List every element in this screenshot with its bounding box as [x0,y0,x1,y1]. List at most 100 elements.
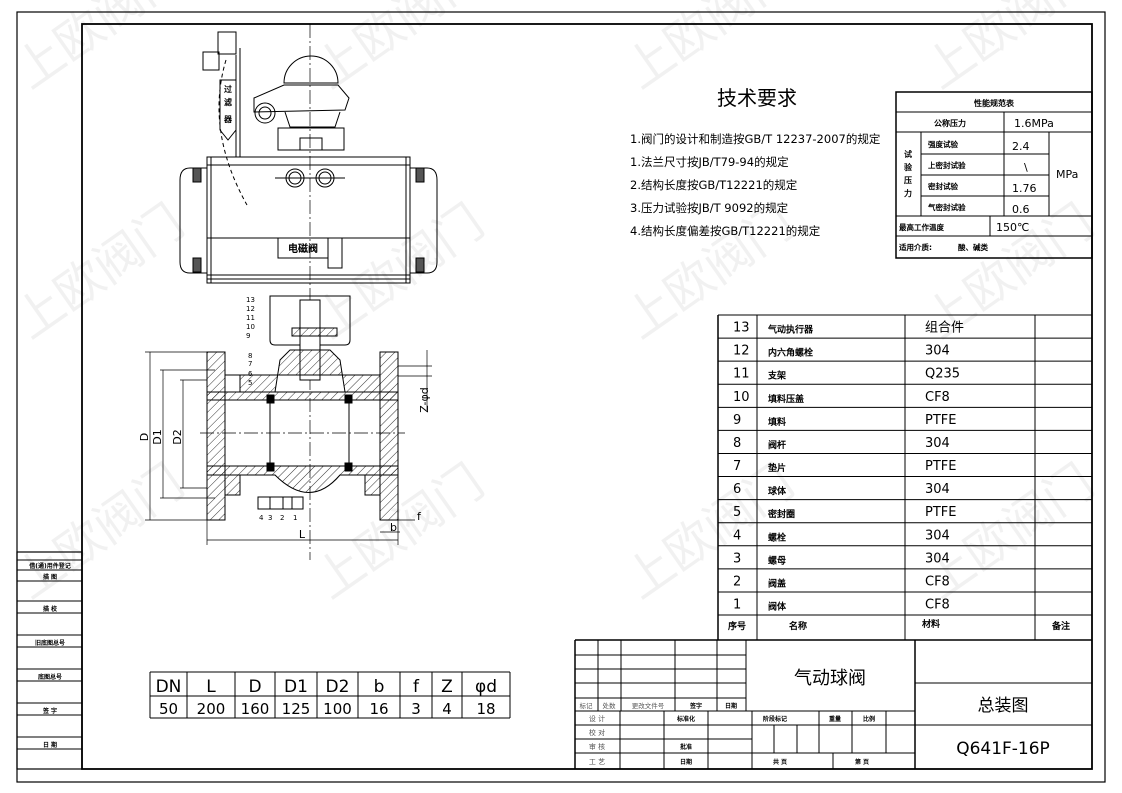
medium-value: 酸、碱类 [958,242,988,252]
test-pressure-label: 压 [904,176,912,185]
role-mid-label: 标准化 [676,715,695,723]
dim-table-header: D [248,677,261,697]
callout: 2 [280,514,284,522]
part-name: 内六角螺栓 [768,347,813,359]
revision-header: 日期 [725,702,737,710]
dim-label-D: D [138,433,151,441]
dim-table-header: Z [441,677,453,697]
performance-table-title: 性能规范表 [974,98,1015,108]
part-callouts: 13 12 11 10 9 8 7 6 5 4 3 2 1 [246,296,297,522]
filter-label: 滤 [224,97,232,107]
part-material: CF8 [925,574,950,589]
tech-requirement-item: 4.结构长度偏差按GB/T12221的规定 [630,224,821,238]
test-value: 1.76 [1012,182,1037,195]
callout: 3 [268,514,272,522]
test-pressure-label: 试 [904,149,912,159]
callout: 6 [248,370,253,378]
dim-table-header: DN [156,677,182,697]
dim-label-Z: Z-φd [418,387,431,413]
part-name: 填料 [768,416,786,428]
dim-table-header: φd [475,677,497,697]
callout: 12 [246,305,255,313]
part-number: 11 [733,367,750,382]
dim-table-value: 160 [241,700,270,718]
side-label: 日 期 [43,741,57,749]
dimension-lines [145,350,432,545]
test-value: 2.4 [1012,140,1030,153]
part-name: 支架 [767,370,786,382]
product-name: 气动球阀 [794,668,866,689]
test-value: 0.6 [1012,203,1030,216]
callout: 5 [248,379,252,387]
callout: 13 [246,296,255,304]
nominal-pressure-label: 公称压力 [934,118,966,128]
part-material: PTFE [925,505,956,520]
side-label: 旧底图总号 [35,639,65,647]
dim-table-value: 18 [476,700,495,718]
tech-requirement-item: 3.压力试验按JB/T 9092的规定 [630,201,789,215]
max-temp-value: 150℃ [996,221,1029,234]
part-number: 6 [733,482,741,497]
pressure-unit: MPa [1056,168,1078,181]
parts-list-table [717,314,1093,640]
tech-requirements-title: 技术要求 [717,86,797,110]
test-pressure-label: 验 [904,162,913,172]
part-material: 304 [925,551,950,566]
part-name: 螺母 [768,554,786,566]
part-number: 7 [733,459,741,474]
part-name: 阀体 [768,601,787,613]
performance-table [895,91,1093,259]
part-name: 密封圈 [767,508,795,520]
part-material: PTFE [925,413,956,428]
dim-table-value: 16 [369,700,388,718]
valve-body-section [200,295,405,521]
nominal-pressure-value: 1.6MPa [1014,117,1054,130]
test-pressure-label: 力 [904,188,912,198]
part-material: 304 [925,436,950,451]
watermark: 上欧阀门 [5,0,194,100]
title-block [574,639,1092,769]
part-material: 组合件 [925,321,964,336]
role-label: 工 艺 [589,758,605,766]
sheet-number: 第 页 [854,758,869,766]
side-label: 借(通)用件登记 [28,562,71,570]
part-material: CF8 [925,390,950,405]
dim-table-value: 3 [411,700,421,718]
tech-requirement-item: 2.结构长度按GB/T12221的规定 [630,178,798,192]
test-label: 上密封试验 [928,160,966,170]
role-mid-label: 日期 [680,758,692,766]
dim-table-header: D2 [326,677,350,697]
dim-table-value: 100 [323,700,352,718]
callout: 4 [259,514,264,522]
tech-requirement-item: 1.阀门的设计和制造按GB/T 12237-2007的规定 [630,132,881,146]
part-number: 13 [733,321,750,336]
filter-label: 器 [223,115,233,124]
part-number: 9 [733,413,741,428]
dim-label-b: b [390,521,397,534]
medium-label: 适用介质: [899,242,932,252]
role-label: 审 核 [589,742,605,751]
side-label: 描 校 [43,605,58,613]
header-note: 备注 [1051,620,1070,632]
callout: 11 [246,314,255,322]
watermark: 上欧阀门 [615,0,804,100]
stage-header: 比例 [863,715,875,723]
revision-header: 标记 [580,701,594,710]
watermark: 上欧阀门 [915,0,1104,100]
callout: 1 [293,514,297,522]
role-label: 校 对 [589,728,605,737]
sheet-total: 共 页 [773,758,787,766]
part-name: 球体 [768,485,787,497]
model-number: Q641F-16P [956,739,1050,759]
revision-header: 更改文件号 [632,701,665,710]
dim-table-header: b [374,677,385,697]
part-name: 阀杆 [768,439,786,451]
header-material: 材料 [921,618,940,630]
part-material: 304 [925,528,950,543]
part-name: 填料压盖 [768,393,804,405]
side-label: 底图总号 [38,673,62,681]
part-material: PTFE [925,459,956,474]
dim-table-header: L [206,677,216,697]
part-name: 气动执行器 [767,324,814,336]
callout: 9 [246,332,250,340]
